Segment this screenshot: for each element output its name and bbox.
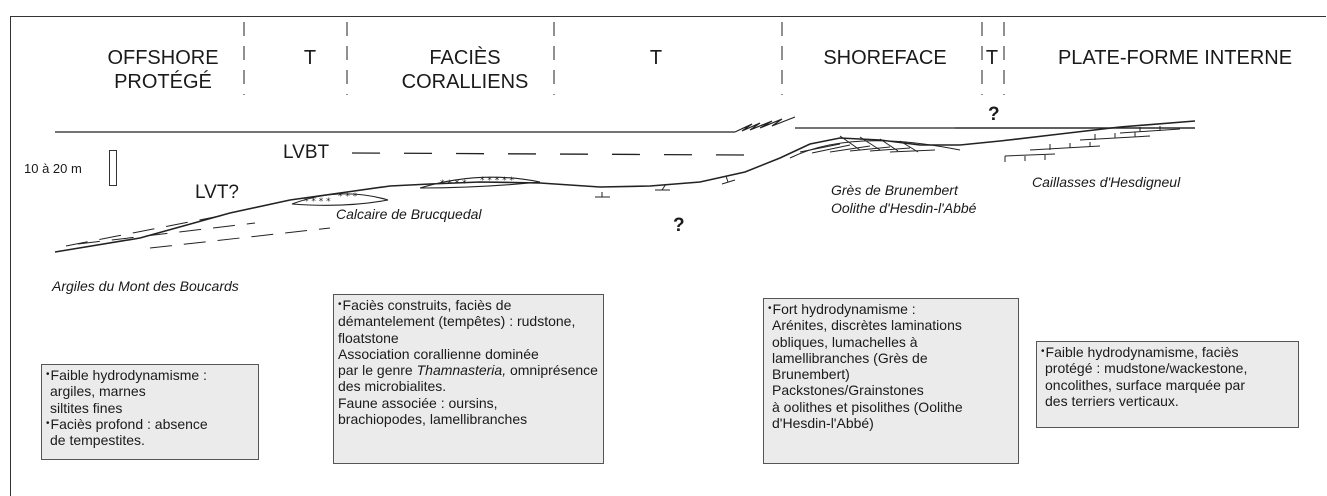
shoreface-line-8: d'Hesdin-l'Abbé) [768, 415, 1014, 431]
caillasses-label: Caillasses d'Hesdigneul [1032, 173, 1180, 191]
svg-text:* * * *: * * * * [304, 197, 331, 207]
scale-bar [109, 150, 117, 186]
coral-stars: * * * * * * * * * * * * * * * * [304, 176, 514, 207]
coralliens-description-box: Faciès construits, faciès de démanteleme… [333, 294, 604, 464]
shoreface-line-4: lamellibranches (Grès de [768, 350, 1014, 366]
svg-text:* * *: * * * [338, 192, 358, 202]
shoreface-line-2: Arénites, discrètes laminations [768, 317, 1014, 333]
argiles-label: Argiles du Mont des Boucards [52, 277, 239, 295]
calcaire-label: Calcaire de Brucquedal [336, 205, 482, 223]
shoreface-line-3: obliques, lumachelles à [768, 334, 1014, 350]
coralliens-line-2: démantelement (tempêtes) : rudstone, [338, 313, 599, 329]
offshore-description-box: Faible hydrodynamisme : argiles, marnes … [41, 364, 259, 460]
coralliens-line-6: des microbialites. [338, 378, 599, 394]
coralliens-line-5a: par le genre [338, 362, 417, 378]
shoreface-line-5: Brunembert) [768, 366, 1014, 382]
coralliens-line-4: Association corallienne dominée [338, 346, 599, 362]
coralliens-line-7: Faune associée : oursins, [338, 395, 599, 411]
interne-line-1: Faible hydrodynamisme, faciès [1041, 344, 1294, 360]
oolithe-label: Oolithe d'Hesdin-l'Abbé [831, 199, 976, 217]
coralliens-line-5: par le genre Thamnasteria, omniprésence [338, 362, 599, 378]
coralliens-line-1: Faciès construits, faciès de [338, 297, 599, 313]
gres-label: Grès de Brunembert [831, 181, 958, 199]
lvt-label: LVT? [195, 182, 239, 204]
coralliens-line-3: floatstone [338, 330, 599, 346]
interne-line-2: protégé : mudstone/wackestone, [1041, 360, 1294, 376]
offshore-line-1: Faible hydrodynamisme : [46, 367, 254, 383]
question-mark-mid: ? [673, 215, 685, 237]
shoreface-line-6: Packstones/Grainstones [768, 382, 1014, 398]
shoreface-line-7: à oolithes et pisolithes (Oolithe [768, 399, 1014, 415]
lvbt-line [352, 153, 745, 155]
facies-profile-diagram: OFFSHORE PROTÉGÉ T FACIÈS CORALLIENS T S… [0, 0, 1327, 486]
svg-text:* * * *: * * * * [440, 179, 467, 189]
interne-line-4: des terriers verticaux. [1041, 393, 1294, 409]
shoreface-line-1: Fort hydrodynamisme : [768, 301, 1014, 317]
question-mark-top: ? [988, 104, 1000, 126]
shoreface-description-box: Fort hydrodynamisme : Arénites, discrète… [763, 298, 1019, 464]
offshore-line-2: argiles, marnes [46, 383, 254, 399]
lvbt-label: LVBT [283, 142, 329, 164]
platform-bricks [1005, 126, 1180, 162]
svg-text:* * * * *: * * * * * [480, 176, 514, 186]
offshore-line-5: de tempestites. [46, 432, 254, 448]
interne-description-box: Faible hydrodynamisme, faciès protégé : … [1036, 341, 1299, 428]
coralliens-line-5c: omniprésence [506, 362, 598, 378]
scale-label: 10 à 20 m [24, 160, 82, 178]
coralliens-genus: Thamnasteria, [417, 362, 506, 378]
offshore-line-4: Faciès profond : absence [46, 416, 254, 432]
interne-line-3: oncolithes, surface marquée par [1041, 377, 1294, 393]
sea-level [55, 117, 1195, 132]
offshore-line-3: siltites fines [46, 400, 254, 416]
coralliens-line-8: brachiopodes, lamellibranches [338, 411, 599, 427]
zone-separators [244, 22, 1004, 95]
